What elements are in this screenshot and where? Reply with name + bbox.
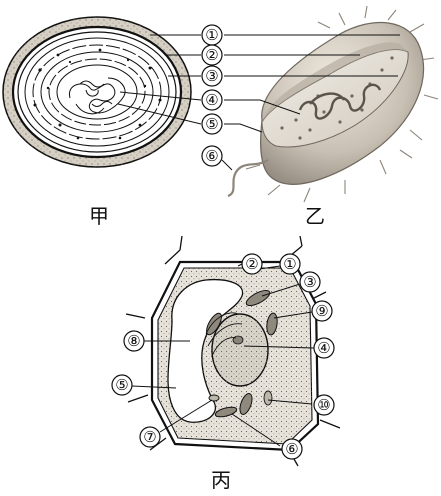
nucleus — [212, 314, 268, 386]
panel-c-label: 丙 — [211, 470, 231, 490]
marker-c-1: ① — [280, 254, 300, 274]
panel-a-label: 甲 — [89, 206, 109, 226]
svg-text:④: ④ — [205, 91, 218, 109]
svg-text:⑤: ⑤ — [115, 376, 128, 394]
marker-c-6: ⑥ — [282, 439, 302, 459]
flagellum — [228, 160, 268, 196]
marker-c-5: ⑤ — [112, 375, 132, 395]
svg-text:③: ③ — [303, 273, 316, 291]
panel-a-markers: ① ② ③ ④ ⑤ ⑥ — [202, 25, 222, 166]
marker-c-2: ② — [242, 254, 262, 274]
nucleolus — [233, 336, 243, 344]
svg-text:①: ① — [283, 255, 296, 273]
svg-text:①: ① — [205, 26, 218, 44]
panel-a-bacterium-section — [3, 17, 191, 167]
svg-text:⑩: ⑩ — [317, 396, 330, 414]
marker-c-4: ④ — [314, 338, 334, 358]
marker-c-7: ⑦ — [140, 427, 160, 447]
marker-a-1: ① — [202, 25, 222, 45]
svg-text:③: ③ — [205, 67, 218, 85]
marker-a-4: ④ — [202, 90, 222, 110]
svg-text:⑥: ⑥ — [205, 147, 218, 165]
cell-wall-ring — [13, 27, 181, 157]
marker-c-8: ⑧ — [124, 331, 144, 351]
svg-text:⑤: ⑤ — [205, 115, 218, 133]
svg-text:⑧: ⑧ — [127, 332, 140, 350]
svg-text:⑥: ⑥ — [285, 440, 298, 458]
marker-c-10: ⑩ — [314, 395, 334, 415]
svg-text:④: ④ — [317, 339, 330, 357]
marker-c-9: ⑨ — [312, 301, 332, 321]
svg-text:②: ② — [205, 46, 218, 64]
marker-a-5: ⑤ — [202, 114, 222, 134]
marker-a-2: ② — [202, 45, 222, 65]
marker-c-3: ③ — [300, 272, 320, 292]
marker-a-3: ③ — [202, 66, 222, 86]
svg-text:⑦: ⑦ — [143, 428, 156, 446]
svg-text:②: ② — [245, 255, 258, 273]
panel-b-label: 乙 — [305, 206, 325, 226]
marker-b-6: ⑥ — [202, 146, 222, 166]
svg-text:⑨: ⑨ — [315, 302, 328, 320]
